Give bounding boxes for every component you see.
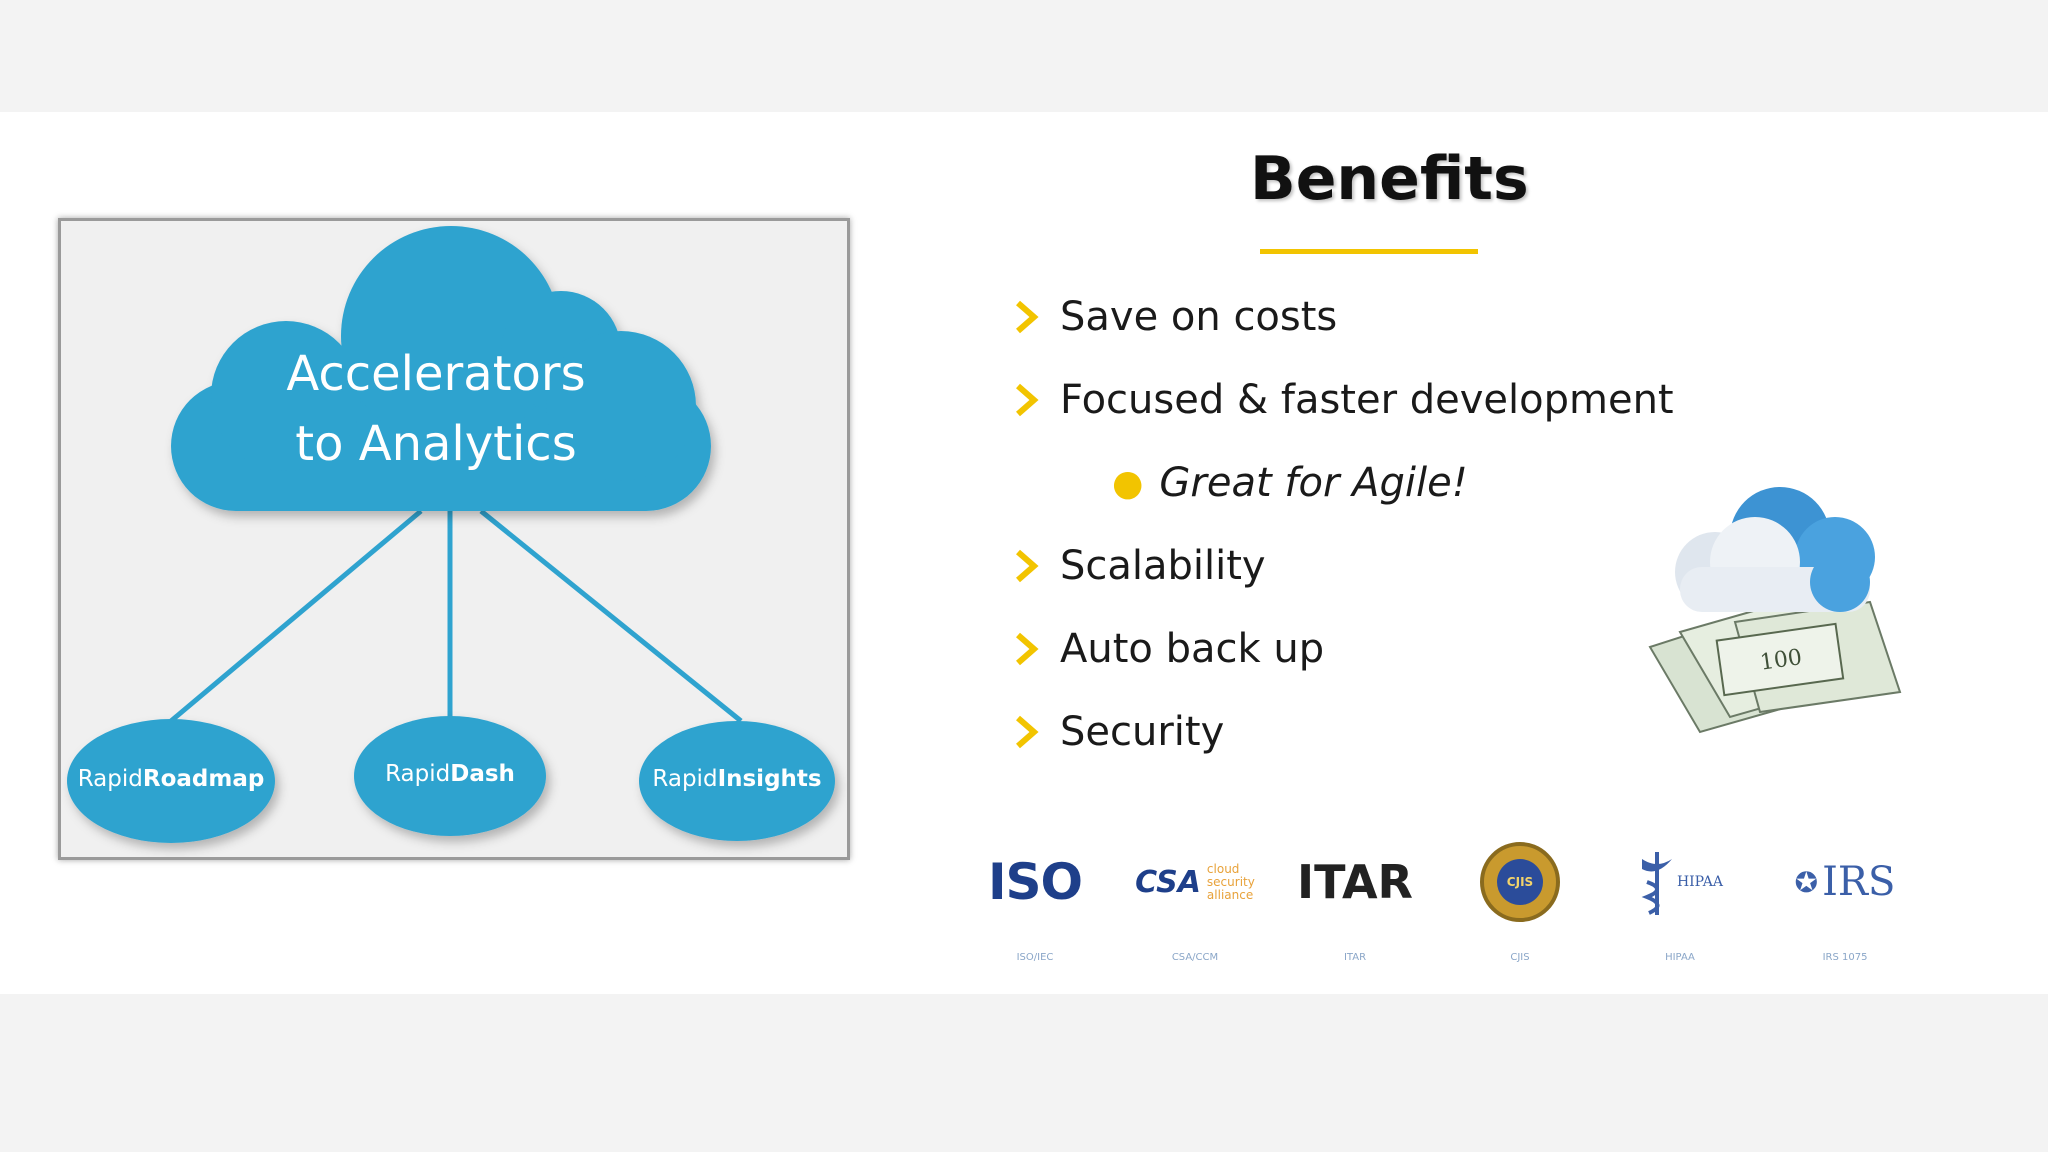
- logo-text: CSA: [1135, 864, 1201, 900]
- chevron-right-icon: [1016, 300, 1039, 334]
- benefit-item: Save on costs: [1010, 292, 1337, 342]
- connector-line: [479, 509, 743, 723]
- chevron-right-icon: [1016, 383, 1039, 417]
- money-stack-icon: 100: [1648, 590, 1902, 734]
- benefit-text: Auto back up: [1060, 626, 1325, 672]
- iso-logo: ISO: [970, 847, 1100, 917]
- benefit-item: Auto back up: [1010, 624, 1324, 674]
- itar-logo: ITAR: [1290, 847, 1420, 917]
- irs-logo: ✪ IRS: [1780, 847, 1910, 917]
- logo-side-text: cloud: [1206, 861, 1240, 876]
- svg-text:100: 100: [1759, 645, 1804, 676]
- eagle-icon: ✪: [1794, 865, 1819, 899]
- benefit-item: Security: [1010, 707, 1224, 757]
- logo-side-text: alliance: [1206, 887, 1254, 902]
- node-rapiddash: RapidDash: [350, 761, 550, 787]
- node-ellipse: [354, 716, 546, 836]
- logo-caption: CJIS: [1510, 952, 1530, 963]
- node-prefix: Rapid: [77, 766, 143, 792]
- node-rapidinsights: RapidInsights: [637, 766, 837, 792]
- cloud-shape: [171, 226, 711, 511]
- node-suffix: Dash: [450, 761, 515, 787]
- logo-text: ITAR: [1297, 855, 1413, 909]
- bullet-dot-icon: ●: [1112, 462, 1144, 504]
- cloud-title-line2: to Analytics: [295, 416, 577, 472]
- logo-side-text: security: [1206, 874, 1255, 889]
- logo-text: IRS: [1822, 859, 1896, 905]
- logo-caption: HIPAA: [1665, 952, 1695, 963]
- hipaa-logo: HIPAA: [1615, 847, 1745, 917]
- chevron-right-icon: [1016, 632, 1039, 666]
- logo-text: CJIS: [1497, 859, 1543, 905]
- node-suffix: Insights: [717, 766, 822, 792]
- cloud-money-illustration: 100: [1648, 487, 1902, 734]
- cloud-icon: [1675, 487, 1875, 612]
- analytics-diagram: Accelerators to Analytics RapidRoadmap R…: [58, 218, 850, 860]
- cloud-title-line1: Accelerators: [286, 346, 586, 402]
- node-ellipse: [639, 721, 835, 841]
- benefit-text: Save on costs: [1060, 294, 1338, 340]
- node-ellipse: [67, 719, 275, 843]
- cjis-logo: CJIS: [1455, 842, 1585, 922]
- logo-caption: ITAR: [1343, 952, 1367, 963]
- title-underline: [1260, 249, 1478, 254]
- benefit-item: Scalability: [1010, 541, 1266, 591]
- subitem-text: Great for Agile!: [1159, 460, 1468, 506]
- caduceus-icon: [1641, 852, 1672, 915]
- slide: Accelerators to Analytics RapidRoadmap R…: [0, 112, 2048, 994]
- benefit-text: Focused & faster development: [1060, 377, 1674, 423]
- benefits-title: Benefits: [1250, 144, 1529, 214]
- logo-caption: IRS 1075: [1822, 952, 1868, 963]
- connector-line: [169, 509, 423, 723]
- node-rapidroadmap: RapidRoadmap: [71, 766, 271, 792]
- benefit-text: Security: [1060, 709, 1225, 755]
- node-prefix: Rapid: [385, 761, 451, 787]
- logo-caption: ISO/IEC: [1016, 952, 1054, 963]
- benefit-subitem: ● Great for Agile!: [1112, 458, 1468, 508]
- csa-logo: CSA cloud security alliance: [1130, 847, 1260, 917]
- chevron-right-icon: [1016, 549, 1039, 583]
- benefit-text: Scalability: [1060, 543, 1266, 589]
- node-prefix: Rapid: [652, 766, 718, 792]
- logo-text: HIPAA: [1676, 874, 1724, 890]
- benefit-item: Focused & faster development: [1010, 375, 1674, 425]
- logo-caption: CSA/CCM: [1171, 952, 1219, 963]
- chevron-right-icon: [1016, 715, 1039, 749]
- node-suffix: Roadmap: [142, 766, 265, 792]
- logo-text: ISO: [987, 853, 1083, 911]
- diagram-graphic: [67, 226, 835, 843]
